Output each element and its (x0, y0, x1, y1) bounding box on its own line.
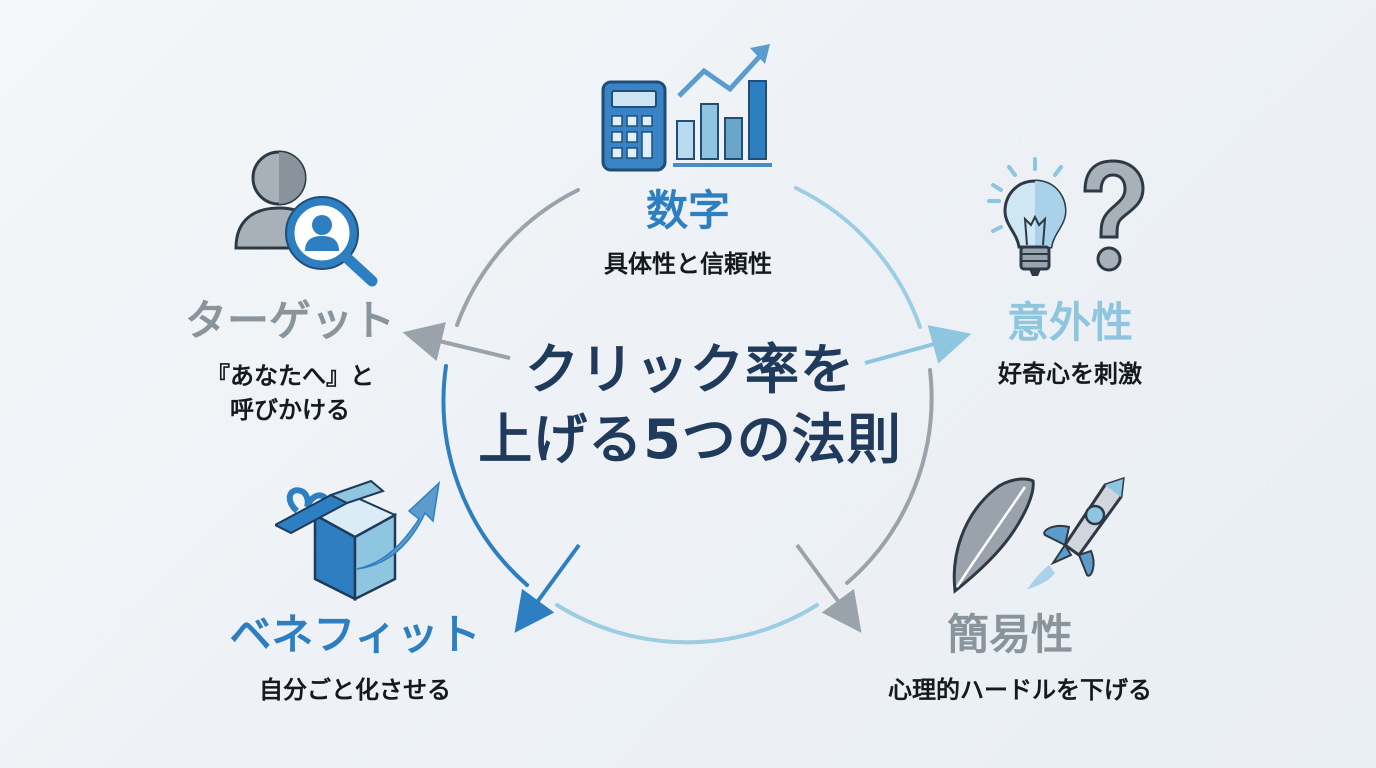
center-title: クリック率を 上げる5つの法則 (440, 335, 940, 475)
node-subtitle-line1: 『あなたへ』と (206, 362, 374, 390)
node-subtitle: 好奇心を刺激 (998, 360, 1142, 388)
arc-top-right (794, 186, 922, 329)
node-title: ターゲット (184, 296, 395, 345)
arrow-to-simplicity (795, 543, 862, 633)
node-subtitle-line2: 呼びかける (230, 396, 350, 424)
arc-bottom (555, 603, 819, 645)
node-title: 意外性 (1006, 298, 1133, 347)
node-subtitle: 具体性と信頼性 (604, 250, 772, 278)
user-search-icon (234, 150, 378, 287)
node-title: 数字 (645, 186, 730, 235)
arrow-to-surprise (864, 325, 972, 365)
arrow-to-benefit (514, 543, 581, 633)
node-title: ベネフィット (229, 610, 481, 659)
lightbulb-question-icon (987, 157, 1145, 276)
center-title-line2: 上げる5つの法則 (478, 408, 902, 471)
node-subtitle: 心理的ハードルを下げる (888, 676, 1152, 704)
gift-arrow-icon (275, 479, 441, 602)
arc-right (845, 368, 934, 585)
feather-rocket-icon (952, 476, 1125, 594)
arc-left (441, 364, 529, 587)
arc-top-left (455, 188, 580, 327)
center-title-line1: クリック率を (525, 338, 855, 401)
calculator-chart-icon (601, 44, 772, 172)
arrow-to-target (402, 322, 511, 362)
node-title: 簡易性 (946, 610, 1073, 659)
node-subtitle: 自分ごと化させる (259, 676, 451, 704)
